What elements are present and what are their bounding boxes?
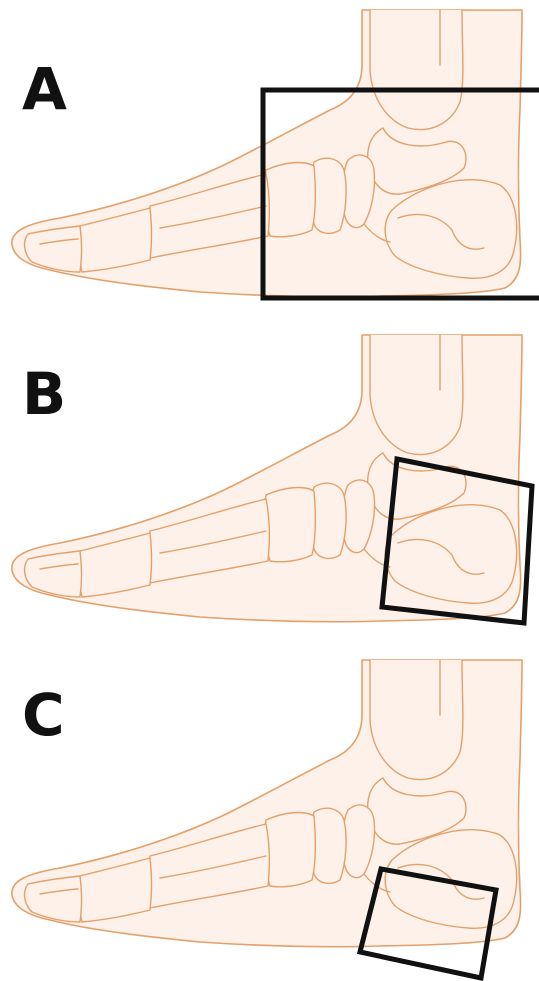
panel-a: A — [0, 0, 539, 327]
panel-c: C — [0, 654, 539, 981]
foot-illustration-b — [0, 327, 539, 654]
panel-label-a: A — [22, 60, 67, 118]
panel-label-c: C — [22, 686, 65, 744]
panel-label-b: B — [22, 365, 66, 423]
foot-illustration-a — [0, 0, 539, 327]
panel-b: B — [0, 327, 539, 654]
foot-illustration-c — [0, 654, 539, 981]
